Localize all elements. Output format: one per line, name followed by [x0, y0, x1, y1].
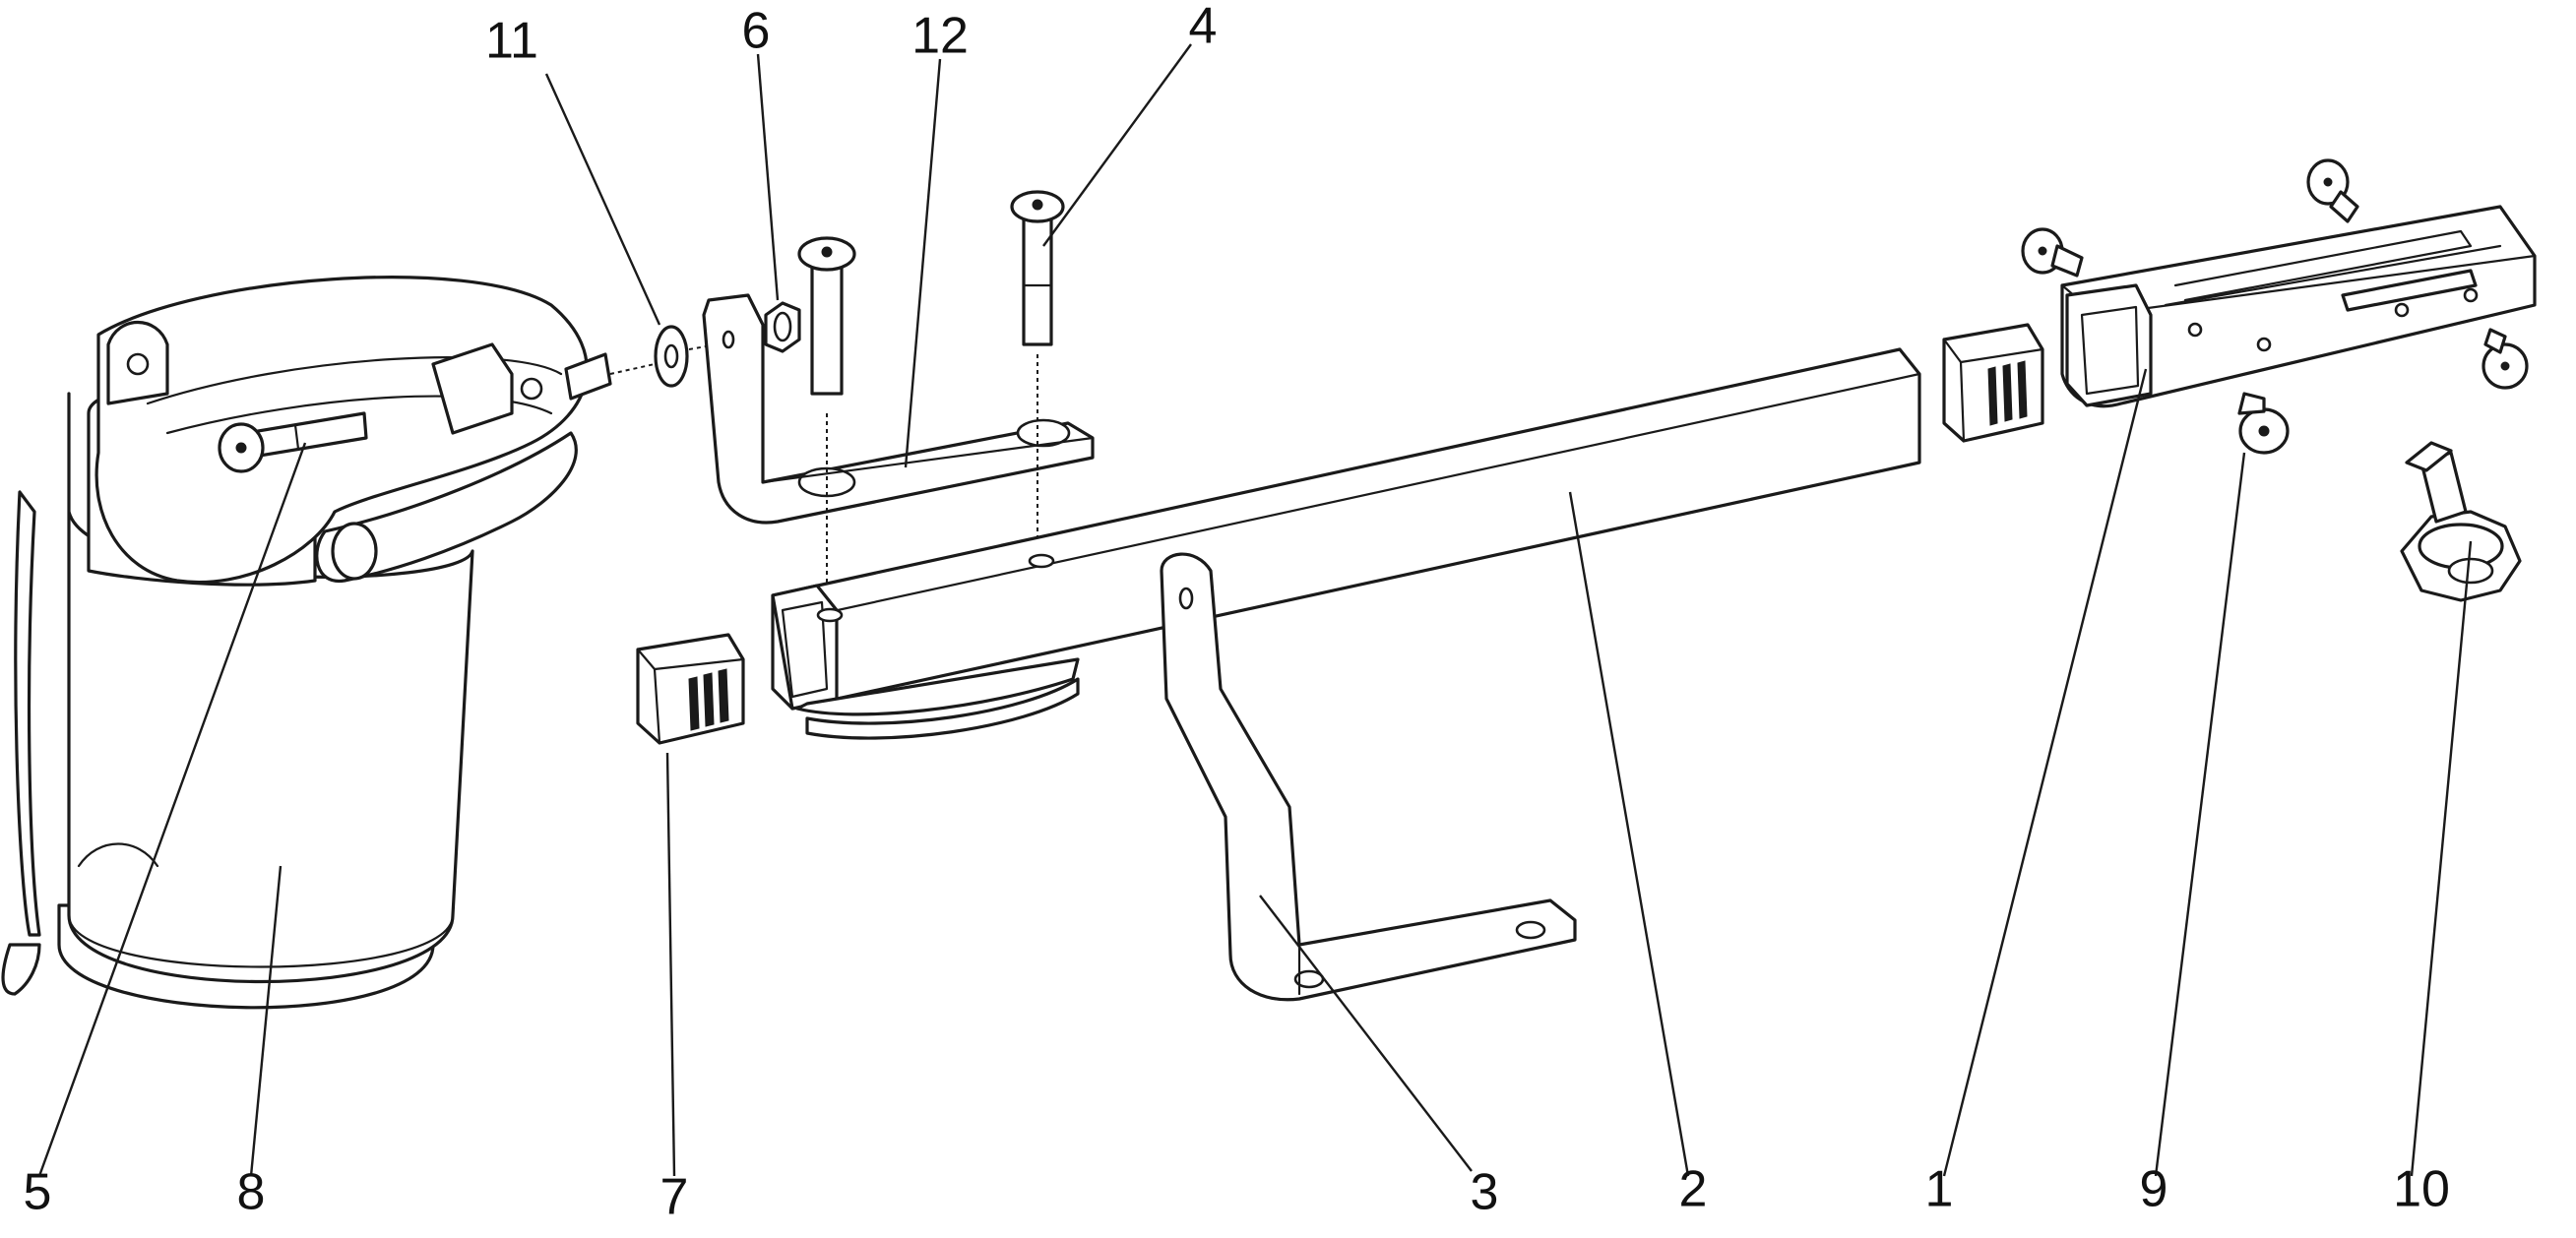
screw-top-right: [2306, 158, 2359, 223]
bracket-12: [702, 293, 1095, 525]
arm-3: [1160, 552, 1577, 1002]
bolt-4: [1010, 190, 1065, 551]
clamp-housing-1: [2060, 205, 2537, 408]
label-part-12: 12: [911, 8, 969, 65]
washer-11: [609, 325, 729, 388]
end-cap-7: [636, 633, 745, 745]
label-part-3: 3: [1471, 1164, 1499, 1221]
label-part-6: 6: [742, 3, 771, 60]
label-part-1: 1: [1925, 1161, 1954, 1218]
label-part-9: 9: [2140, 1161, 2168, 1218]
square-tube-2: [771, 347, 1921, 711]
label-part-11: 11: [485, 13, 538, 70]
label-part-10: 10: [2393, 1161, 2450, 1218]
part-number-labels: 1 2 3 4 5 6 7 8 9 10 11 12: [24, 0, 2450, 1226]
label-part-5: 5: [24, 1164, 52, 1221]
label-part-4: 4: [1189, 0, 1218, 55]
screw-right: [2482, 328, 2529, 390]
cup-holder: [1, 276, 612, 1010]
leader-lines: [37, 43, 2473, 1177]
label-part-8: 8: [237, 1164, 266, 1221]
screw-top-left: [2021, 227, 2084, 278]
label-part-2: 2: [1679, 1161, 1708, 1218]
screw-9: [2237, 392, 2290, 455]
screw-5: [218, 411, 368, 473]
star-knob-10: [2400, 441, 2522, 602]
bolt-left: [797, 236, 856, 590]
end-cap-right: [1942, 323, 2044, 443]
nut-6: [764, 301, 801, 353]
lower-bracket: [795, 657, 1080, 740]
label-part-7: 7: [660, 1169, 689, 1226]
